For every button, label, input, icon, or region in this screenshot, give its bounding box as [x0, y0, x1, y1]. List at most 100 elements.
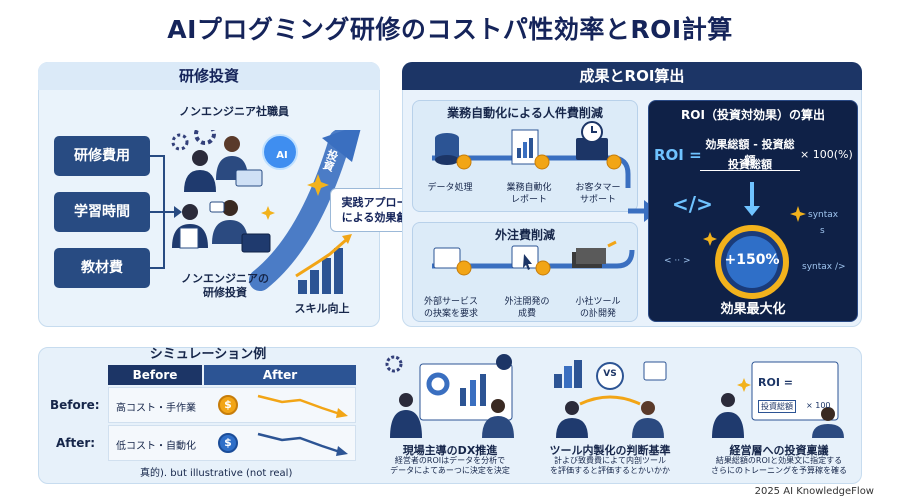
left-diagram-graphics	[150, 130, 361, 294]
document-icon	[179, 227, 199, 249]
skill-bar	[310, 270, 319, 294]
coin-icon	[534, 154, 550, 170]
dollar-coin-icon: $	[218, 395, 238, 415]
col-after: After	[204, 365, 356, 385]
report-icon	[511, 129, 539, 165]
investment-arrow	[249, 130, 351, 291]
row-desc-after: 低コスト・自動化	[116, 441, 196, 452]
case-exec-desc: 結果総額のROIと効果文に指定するさらにのトレーニングを予算稼を確る	[711, 456, 847, 475]
monitor-icon	[576, 138, 608, 160]
case-tool-title: ツール内製化の判断基準	[549, 444, 671, 457]
input-material-cost: 教材費	[54, 248, 150, 288]
person-body	[556, 418, 588, 438]
roi-denominator: 投資総額	[728, 158, 772, 171]
row-label-before: Before:	[50, 398, 100, 412]
person-body	[712, 412, 744, 438]
syntax-label-bottom: syntax />	[802, 262, 846, 272]
page-title: AIプログミング研修のコストパ​性効率とROI計算	[167, 15, 733, 44]
outsourcing-item-development: 外注開発の成費	[504, 297, 550, 319]
vs-badge	[596, 362, 624, 390]
skill-improvement-label: スキル向上	[294, 302, 350, 315]
input-learning-time: 学習時間	[54, 192, 150, 232]
person-body	[632, 418, 664, 438]
syntax-label-top: syntax	[808, 210, 839, 220]
footer-credit: 2025 AI KnowledgeFlow	[754, 486, 874, 497]
database-icon	[435, 155, 459, 165]
case-dx-illustration	[385, 354, 514, 438]
after-trend-line	[257, 432, 341, 454]
person-body	[212, 220, 248, 244]
person-body	[390, 410, 422, 438]
skill-bar	[298, 280, 307, 294]
laptop-icon	[241, 233, 271, 253]
person-head	[399, 393, 413, 407]
dots-glyph: < ·· >	[664, 256, 691, 266]
before-trend-line	[257, 394, 341, 416]
person-head	[721, 393, 735, 407]
cursor-icon	[523, 254, 532, 270]
sparkle-icon	[790, 206, 806, 222]
labor-item-data: データ処理	[427, 183, 473, 193]
person-head	[641, 401, 655, 415]
case-tool-desc: 計よび致費費によて内剖ツールを評価すると評価するとかいかか	[550, 456, 670, 475]
gear-icon	[194, 130, 216, 145]
person-head	[224, 136, 240, 152]
labor-item-report: 業務自動化レポート	[506, 183, 552, 205]
case-exec-roi-mult: × 100	[806, 401, 831, 410]
outsourcing-card	[412, 222, 638, 322]
investment-heading: 研修投資	[38, 62, 380, 90]
skill-bar	[322, 258, 331, 294]
laptop-icon	[235, 169, 263, 187]
sparkle-icon	[261, 206, 275, 220]
pie-chart-icon	[426, 372, 450, 396]
input-training-cost: 研修費用	[54, 136, 150, 176]
down-arrowhead	[744, 206, 760, 216]
case-exec-illustration	[712, 361, 844, 438]
non-engineer-staff-label: ノンエンジニア社職員	[179, 105, 289, 118]
dollar-coin-icon: $	[218, 433, 238, 453]
outsourcing-heading: 外注費削減	[494, 228, 555, 242]
person-head	[192, 150, 208, 166]
person-head	[491, 399, 505, 413]
labor-icons	[432, 121, 631, 188]
vs-label: VS	[603, 369, 617, 379]
sparkle-icon	[737, 378, 751, 392]
person-head	[821, 407, 835, 421]
roi-badge: +150%	[724, 252, 780, 268]
results-heading: 成果とROI算出	[402, 62, 862, 90]
coin-icon	[456, 154, 472, 170]
gear-icon	[171, 133, 189, 151]
case-exec-roi-sub: 投資総額	[758, 400, 796, 413]
roi-result: 効果最大化	[720, 302, 786, 317]
code-icon: </>	[672, 192, 713, 216]
roi-graphics	[703, 182, 806, 299]
monitor-icon	[433, 247, 461, 269]
labor-item-support: お客タマーサポート	[575, 183, 621, 205]
ai-badge: AI	[276, 150, 288, 161]
input-connector	[150, 155, 174, 269]
skill-bar	[334, 248, 343, 294]
flow-line	[432, 249, 635, 269]
case-exec-title: 経営層への投資稟議	[729, 444, 829, 457]
person-body	[184, 170, 216, 192]
sparkle-icon	[703, 232, 717, 246]
simulation-note: 真的). but illustrative (not real)	[140, 468, 293, 479]
outsourcing-item-external: 外部サービスの抉案を要求	[423, 297, 478, 319]
ai-brain-icon	[262, 134, 298, 170]
investment-arrowhead	[322, 130, 361, 162]
database-icon	[435, 138, 459, 160]
roi-heading: ROI（投資対効果）の算出	[681, 108, 825, 122]
gear-icon	[385, 355, 403, 373]
arrow-icon	[607, 240, 617, 248]
case-dx-title: 現場主導のDX推進	[402, 444, 498, 457]
coin-icon	[535, 260, 551, 276]
skill-trend-line	[295, 238, 347, 278]
roi-numerator: 効果総額 - 投資総額	[700, 136, 800, 171]
non-engineer-investment-label: ノンエンジニアの 研修投資	[181, 272, 269, 299]
sim-trend-lines	[257, 394, 348, 456]
s-mark: s	[820, 226, 825, 236]
connector-arrowhead	[174, 206, 182, 218]
case-exec-roi-label: ROI =	[758, 376, 793, 389]
coin-icon	[606, 154, 622, 170]
simulation-heading: シミュレーション例	[149, 347, 267, 362]
